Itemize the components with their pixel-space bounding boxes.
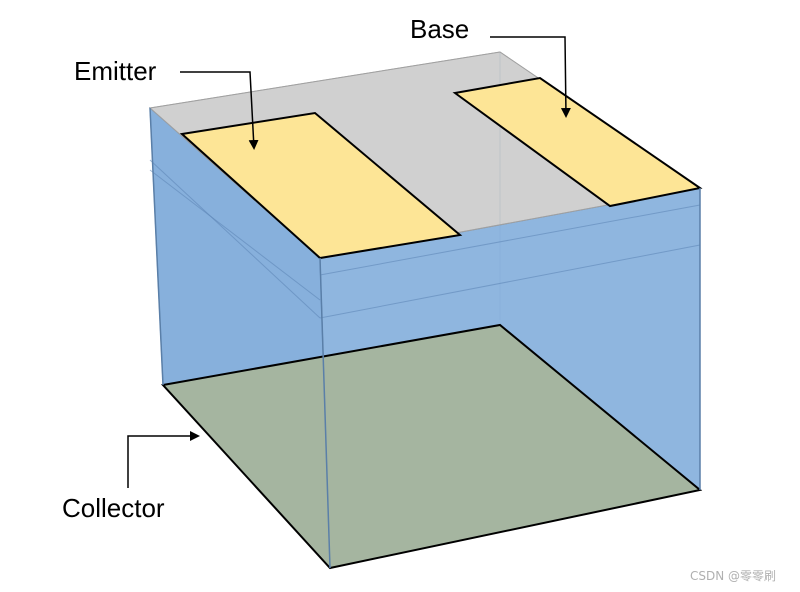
base-label: Base bbox=[410, 14, 469, 44]
left-edge bbox=[149, 107, 164, 386]
collector-leader-arrow bbox=[127, 431, 200, 488]
watermark: CSDN @零零刷 bbox=[690, 569, 776, 583]
layer-lines bbox=[149, 159, 701, 319]
base-leader-arrow bbox=[490, 36, 571, 118]
front-edge bbox=[319, 257, 331, 569]
collector-label: Collector bbox=[62, 493, 165, 523]
emitter-leader-arrow bbox=[180, 71, 259, 150]
emitter-label: Emitter bbox=[74, 56, 157, 86]
